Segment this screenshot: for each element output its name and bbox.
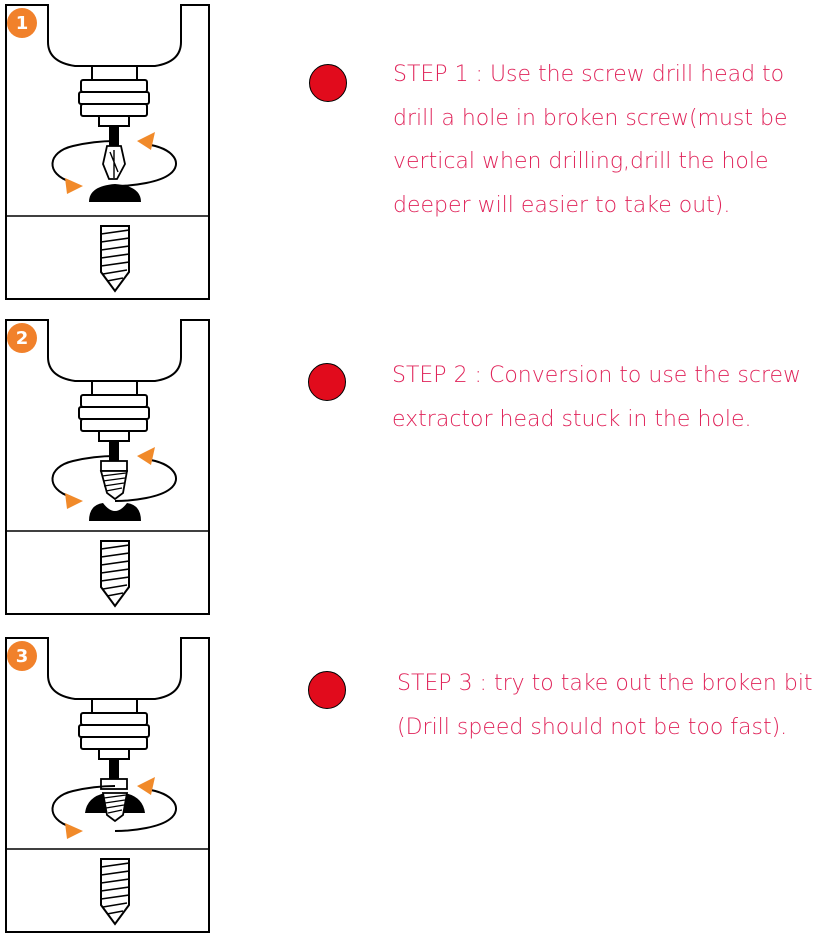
step-2-line-1: STEP 2 : Conversion to use the screw [392,363,802,388]
step-2-illustration: 2 [5,319,210,615]
step-badge-1: 1 [7,8,37,38]
step-2-bullet [308,363,346,401]
step-1-text: STEP 1 : Use the screw drill head to dri… [393,53,788,227]
step-badge-number: 3 [15,645,29,667]
step-1-line-2: drill a hole in broken screw(must be [393,105,788,131]
step-3-line-1: STEP 3 : try to take out the broken bit [397,671,813,696]
step-2-text: STEP 2 : Conversion to use the screw ext… [392,354,801,441]
step-1-line-1: STEP 1 : Use the screw drill head to [393,62,785,87]
drill-drawing-step-2 [5,319,210,615]
step-1-line-3: vertical when drilling,drill the hole [393,149,769,174]
step-badge-number: 1 [15,12,29,34]
step-badge-2: 2 [7,323,37,353]
step-badge-number: 2 [15,327,29,349]
step-2-line-2: extractor head stuck in the hole. [392,406,752,432]
step-1-line-4: deeper will easier to take out). [393,192,731,218]
step-1-bullet [309,64,347,102]
drill-drawing-step-1 [5,4,210,300]
step-3-illustration: 3 [5,637,210,933]
step-3-bullet [308,671,346,709]
step-3-line-2: (Drill speed should not be too fast). [397,714,788,740]
drill-drawing-step-3 [5,637,210,933]
step-badge-3: 3 [7,641,37,671]
step-3-text: STEP 3 : try to take out the broken bit … [397,662,813,749]
step-1-illustration: 1 [5,4,210,300]
